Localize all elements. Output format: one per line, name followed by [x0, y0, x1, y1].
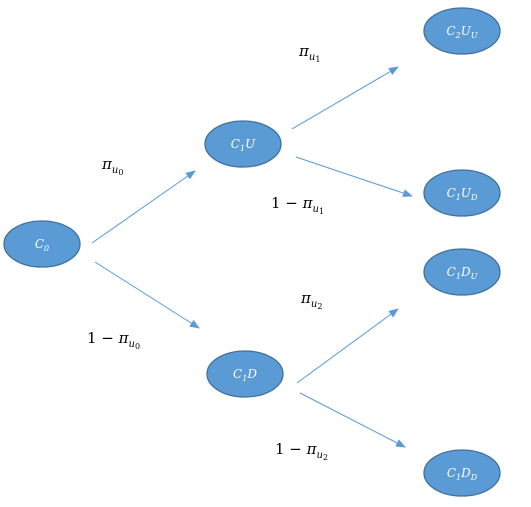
edge-label-one-minus-pi-u2: 1 − πu2	[275, 440, 328, 462]
svg-text:C1DU: C1DU	[447, 265, 478, 281]
node-c1ud: C1UD	[423, 169, 501, 217]
node-c1dd: C1DD	[423, 449, 501, 497]
edge-c0-to-c1d	[94, 261, 200, 329]
svg-text:C1D: C1D	[233, 367, 257, 383]
node-c1u: C1U	[204, 120, 282, 168]
edge-c1u-to-c1ud	[295, 156, 413, 197]
node-c1d: C1D	[206, 350, 284, 398]
edge-label-one-minus-pi-u1: 1 − πu1	[271, 194, 324, 216]
edge-label-pi-u1: πu1	[298, 42, 320, 64]
svg-text:C1U: C1U	[231, 137, 256, 153]
edge-c1u-to-c2uu	[291, 66, 399, 130]
edge-label-one-minus-pi-u0: 1 − πu0	[87, 329, 140, 351]
svg-text:C1UD: C1UD	[447, 186, 478, 202]
edge-label-pi-u2: πu2	[300, 289, 322, 311]
edge-c0-to-c1u	[91, 170, 196, 244]
node-c2uu: C2UU	[423, 7, 501, 55]
svg-text:C1DD: C1DD	[447, 466, 478, 482]
edge-c1d-to-c1du	[296, 308, 399, 384]
edge-c1d-to-c1dd	[299, 392, 406, 448]
node-c0: C0	[3, 220, 81, 268]
svg-text:C2UU: C2UU	[446, 24, 477, 40]
svg-text:C0: C0	[35, 237, 49, 253]
edge-label-pi-u0: πu0	[101, 155, 123, 177]
node-c1du: C1DU	[423, 248, 501, 296]
